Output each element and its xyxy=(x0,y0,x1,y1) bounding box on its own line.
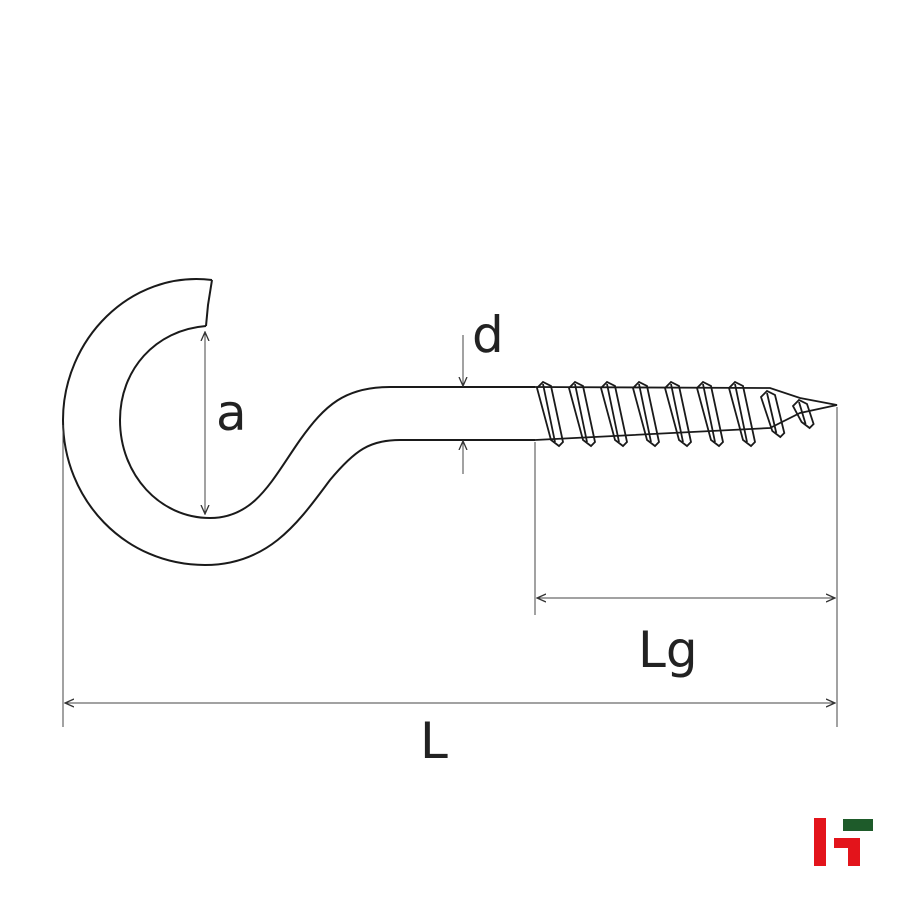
thread-crest xyxy=(759,389,786,439)
label-d: d xyxy=(472,306,504,364)
logo xyxy=(814,818,873,866)
label-a: a xyxy=(216,384,247,442)
label-lg: Lg xyxy=(638,621,698,679)
hook-outline xyxy=(61,278,535,567)
dimension-lines xyxy=(62,332,838,727)
thread-crest xyxy=(727,380,756,448)
thread-crest xyxy=(663,380,692,448)
thread-crest xyxy=(631,380,660,448)
thread-crest xyxy=(567,380,596,448)
thread-crest xyxy=(791,398,815,430)
thread-crest xyxy=(599,380,628,448)
screw-thread xyxy=(534,380,838,448)
label-l: L xyxy=(420,712,448,770)
thread-crest xyxy=(695,380,724,448)
thread-crest xyxy=(535,380,564,448)
